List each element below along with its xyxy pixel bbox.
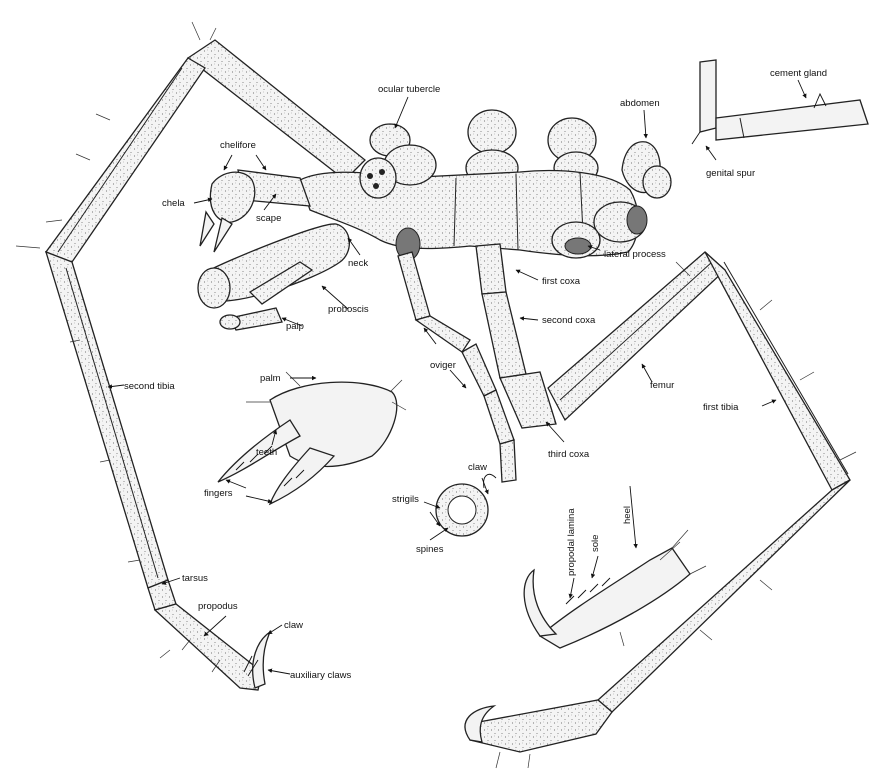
label-tarsus: tarsus	[182, 573, 208, 584]
label-claw-leg: claw	[284, 620, 303, 631]
lateral-process-top-left	[468, 110, 516, 154]
label-palp: palp	[286, 321, 304, 332]
first-coxa	[476, 244, 506, 294]
right-leg	[465, 252, 856, 768]
label-propodus: propodus	[198, 601, 238, 612]
label-heel: heel	[622, 506, 633, 524]
label-third-coxa: third coxa	[548, 449, 590, 460]
left-propodus	[155, 604, 262, 690]
label-chelifore: chelifore	[220, 140, 256, 151]
label-first-tibia: first tibia	[703, 402, 739, 413]
label-auxiliary-claws: auxiliary claws	[290, 670, 351, 681]
left-leg	[16, 22, 365, 690]
label-femur: femur	[650, 380, 674, 391]
label-oviger: oviger	[430, 360, 456, 371]
leader-lines	[108, 80, 806, 674]
label-fingers: fingers	[204, 488, 233, 499]
trunk	[300, 110, 671, 260]
label-propodal-lamina: propodal lamina	[566, 508, 577, 576]
label-palm: palm	[260, 373, 281, 384]
label-first-coxa: first coxa	[542, 276, 581, 287]
label-second-coxa: second coxa	[542, 315, 596, 326]
label-claw-oviger: claw	[468, 462, 487, 473]
left-first-tibia	[46, 58, 205, 262]
label-second-tibia: second tibia	[124, 381, 175, 392]
propodus-inset	[540, 548, 690, 648]
label-proboscis: proboscis	[328, 304, 369, 315]
label-spines: spines	[416, 544, 444, 555]
label-scape: scape	[256, 213, 281, 224]
chela	[210, 172, 254, 222]
left-claw	[253, 632, 270, 688]
label-sole: sole	[590, 535, 601, 552]
label-cement-gland: cement gland	[770, 68, 827, 79]
label-ocular-tubercle: ocular tubercle	[378, 84, 440, 95]
label-teeth: teeth	[256, 447, 277, 458]
label-chela: chela	[162, 198, 185, 209]
second-coxa	[482, 292, 526, 378]
label-strigils: strigils	[392, 494, 419, 505]
right-first-tibia	[705, 252, 850, 490]
label-genital-spur: genital spur	[706, 168, 755, 179]
left-femur	[188, 40, 365, 180]
label-neck: neck	[348, 258, 368, 269]
third-coxa	[500, 372, 556, 428]
finger-lower	[270, 448, 334, 504]
label-lateral-process: lateral process	[604, 249, 666, 260]
label-abdomen: abdomen	[620, 98, 660, 109]
inset-chela-detail	[218, 372, 406, 504]
left-second-tibia	[46, 252, 168, 588]
